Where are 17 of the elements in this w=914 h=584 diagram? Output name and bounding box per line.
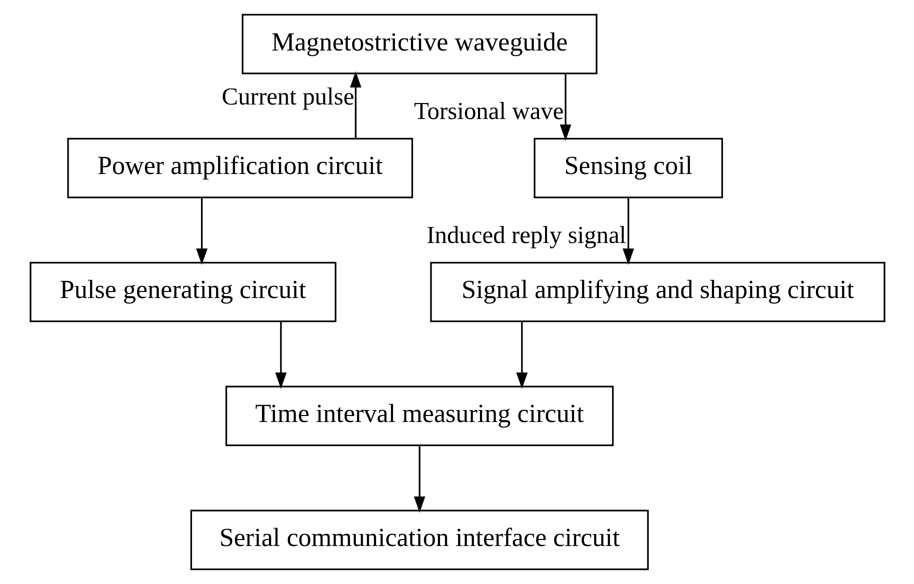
node-box: Serial communication interface circuit [190, 510, 648, 570]
node-box: Pulse generating circuit [29, 262, 336, 322]
node-box: Signal amplifying and shaping circuit [430, 262, 885, 322]
arrow [274, 321, 286, 389]
arrow [622, 197, 634, 265]
node-box: Magnetostrictive waveguide [241, 14, 597, 74]
node-box: Time interval measuring circuit [224, 386, 614, 446]
arrow [559, 73, 571, 141]
edge-label: Current pulse [221, 84, 354, 111]
node-box: Power amplification circuit [66, 138, 413, 198]
arrow [516, 321, 528, 389]
arrow [413, 445, 425, 513]
node-box: Sensing coil [533, 138, 722, 198]
arrow [349, 71, 361, 139]
edge-label: Induced reply signal [426, 222, 626, 249]
edge-label: Torsional wave [414, 98, 564, 125]
arrow [196, 197, 208, 265]
